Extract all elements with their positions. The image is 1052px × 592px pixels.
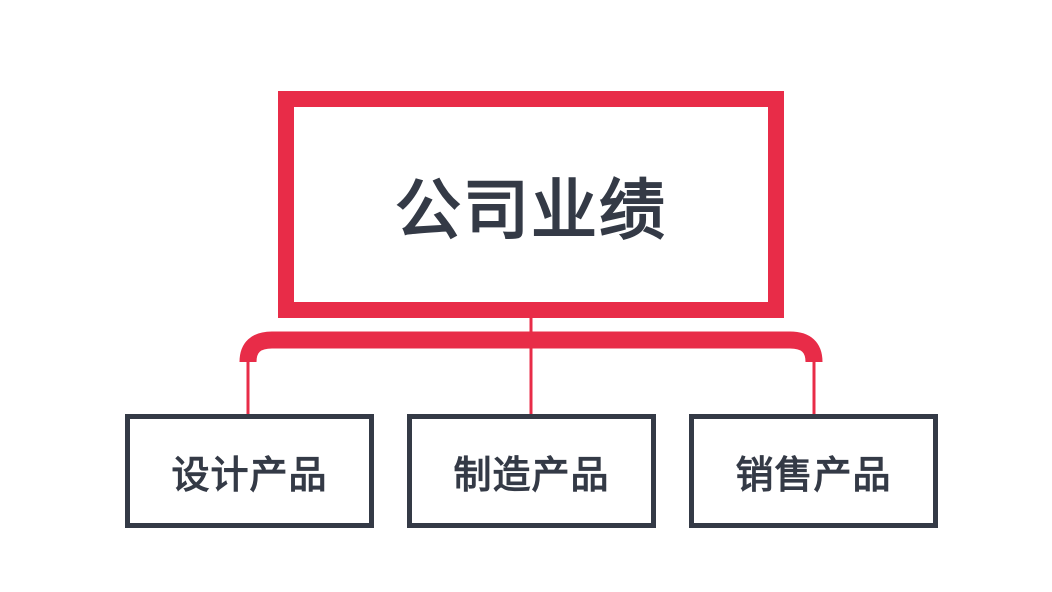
child-node-design[interactable]: 设计产品 [125,414,374,528]
child-node-label: 制造产品 [453,452,610,497]
child-node-label: 设计产品 [171,452,328,497]
child-node-label: 销售产品 [735,452,892,497]
child-node-manufacture[interactable]: 制造产品 [407,414,656,528]
child-node-sales[interactable]: 销售产品 [689,414,938,528]
root-node-label: 公司业绩 [395,171,667,249]
root-node[interactable]: 公司业绩 [278,91,784,318]
connector-bar [239,331,823,363]
